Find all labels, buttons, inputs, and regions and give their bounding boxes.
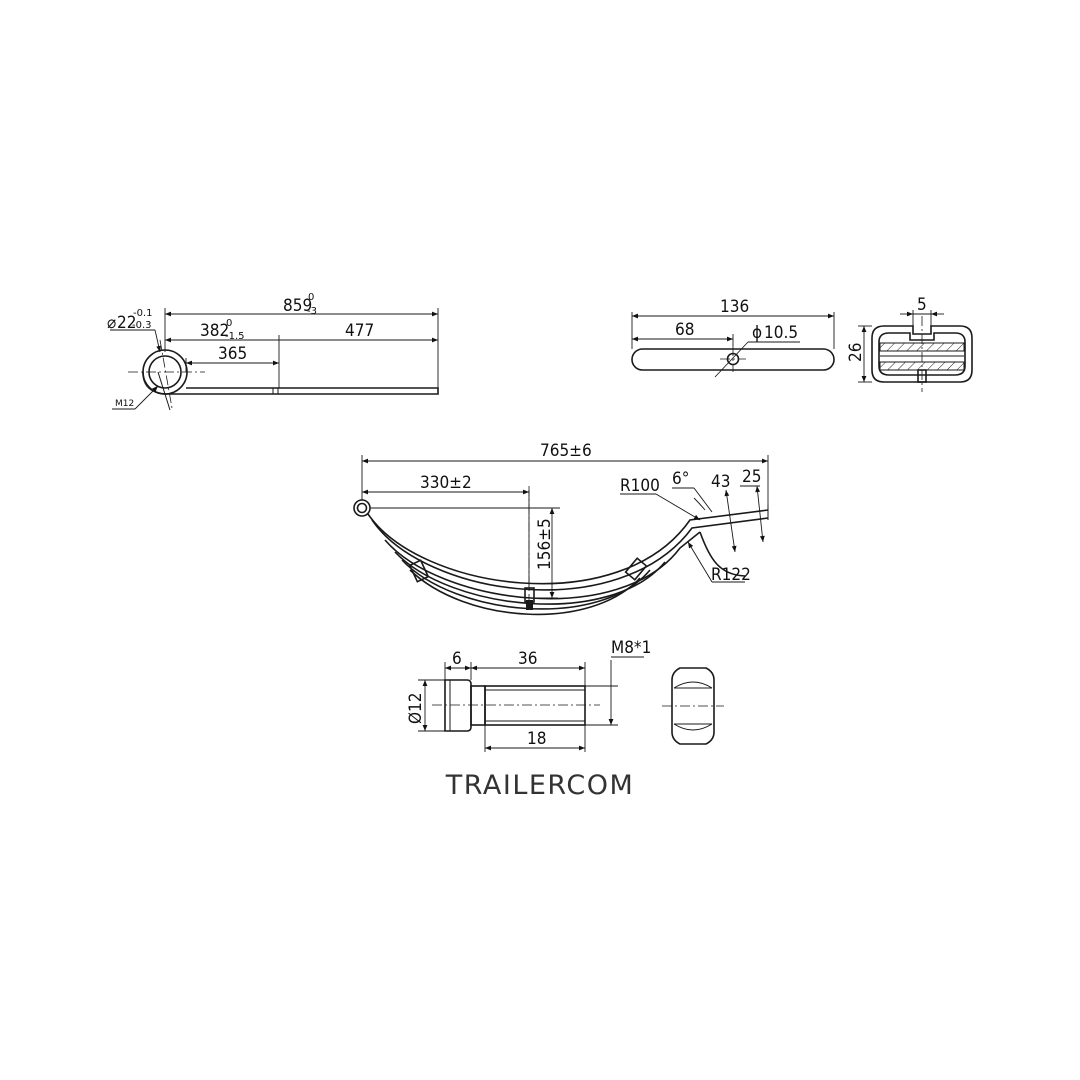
overall-tol-lower: -3 xyxy=(307,306,317,317)
seat-tol-upper: 0 xyxy=(226,318,232,329)
clip-outer xyxy=(871,325,973,383)
upper-radius-label: R100 xyxy=(620,476,660,496)
overall-length-label: 859 xyxy=(283,296,312,316)
plate-view: 136 68 ϕ 10.5 xyxy=(631,297,835,378)
angle-label: 6° xyxy=(672,469,689,489)
eye-diameter-symbol: ⌀ xyxy=(107,313,116,333)
lower-radius-label: R122 xyxy=(711,565,751,585)
hole-offset-label: 68 xyxy=(675,320,694,340)
plate-length-label: 136 xyxy=(720,297,749,317)
clip-section-view: 5 26 xyxy=(846,295,973,392)
dim-tail-length xyxy=(724,489,737,553)
overall-tol-upper: 0 xyxy=(308,292,314,303)
inner-length-label: 365 xyxy=(218,344,247,364)
spring-clip-left xyxy=(408,559,430,583)
head-length-label: 6 xyxy=(452,649,462,669)
nut-outline xyxy=(671,667,715,745)
bolt-shank xyxy=(484,685,586,726)
leaf-1 xyxy=(367,509,769,585)
eye-tol-lower: -0.3 xyxy=(132,320,152,331)
thread-spec-label: M8*1 xyxy=(611,638,651,658)
bolt-head xyxy=(444,679,472,732)
camber-label: 156±5 xyxy=(535,518,555,570)
leaf-6 xyxy=(409,569,641,616)
bolt-diameter-label: 12 xyxy=(406,693,426,712)
bolt-neck xyxy=(470,685,486,726)
hole-diameter-label: 10.5 xyxy=(764,323,798,343)
leaf-4 xyxy=(394,551,666,605)
bolt-size-label: M12 xyxy=(115,399,134,409)
bolt-view: 6 36 18 Ø 12 M8*1 xyxy=(406,638,651,752)
spring-pack-view: 765±6 330±2 156±5 R100 R122 6° 43 25 xyxy=(353,441,769,616)
top-leaf-view: 859 0 -3 382 0 -1.5 477 365 ⌀ 22 -0.1 -0… xyxy=(107,292,439,411)
seat-tol-lower: -1.5 xyxy=(225,331,245,342)
spring-span-label: 765±6 xyxy=(540,441,592,461)
leaf-2 xyxy=(371,517,769,591)
eye-tol-upper: -0.1 xyxy=(133,308,153,319)
rear-length-label: 477 xyxy=(345,321,374,341)
tail-length-label: 43 xyxy=(711,472,730,492)
clip-height-label: 26 xyxy=(846,343,866,362)
center-bolt-nut xyxy=(526,600,533,610)
brand-logo: TRAILERCOM xyxy=(445,770,635,801)
hole-diameter-symbol: ϕ xyxy=(752,323,762,343)
leaf-body xyxy=(165,387,439,395)
center-offset-label: 330±2 xyxy=(420,473,472,493)
tail-end-label: 25 xyxy=(742,467,761,487)
shank-length-label: 36 xyxy=(518,649,537,669)
nut-view xyxy=(662,667,724,745)
bolt-diameter-symbol: Ø xyxy=(406,712,426,724)
dim-tail-end xyxy=(755,485,765,543)
thread-length-label: 18 xyxy=(527,729,546,749)
spring-clip-right xyxy=(624,557,648,581)
spring-eye-inner xyxy=(356,502,368,514)
eye-diameter-label: 22 xyxy=(117,313,136,333)
clip-width-label: 5 xyxy=(917,295,927,315)
seat-offset-label: 382 xyxy=(200,321,229,341)
spring-eye-outer xyxy=(353,499,371,517)
